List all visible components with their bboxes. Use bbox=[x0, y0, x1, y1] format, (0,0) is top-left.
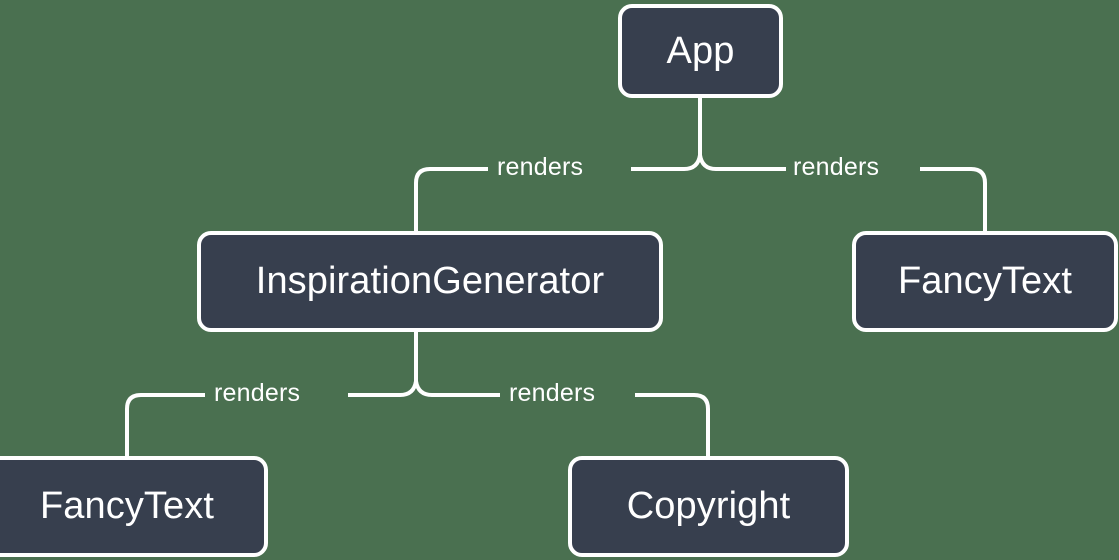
edge-app-to-fancytext-right bbox=[698, 154, 786, 171]
node-copyright-label: Copyright bbox=[626, 485, 791, 527]
edge-app-to-inspirationgenerator-segment bbox=[414, 167, 488, 231]
edge-app-to-fancytext-right-segment bbox=[920, 167, 987, 231]
edge-inspirationgenerator-to-fancytext-left-segment bbox=[125, 393, 205, 456]
node-inspiration-generator[interactable]: InspirationGenerator bbox=[197, 231, 663, 332]
edge-inspirationgenerator-to-copyright-segment bbox=[635, 393, 710, 456]
node-fancytext-left[interactable]: FancyText bbox=[0, 456, 268, 557]
edge-label-inspirationgenerator-copyright: renders bbox=[509, 379, 596, 407]
node-inspiration-generator-label: InspirationGenerator bbox=[255, 260, 605, 302]
edge-label-inspirationgenerator-fancytext-left: renders bbox=[214, 379, 301, 407]
node-app-label: App bbox=[666, 29, 735, 72]
edge-app-to-inspirationgenerator bbox=[631, 154, 702, 171]
edge-inspirationgenerator-to-copyright bbox=[414, 380, 500, 397]
edge-inspirationgenerator-to-fancytext-left bbox=[348, 380, 418, 397]
edge-label-app-fancytext-right: renders bbox=[793, 153, 880, 181]
node-copyright[interactable]: Copyright bbox=[568, 456, 849, 557]
node-app[interactable]: App bbox=[618, 4, 783, 98]
node-fancytext-right[interactable]: FancyText bbox=[852, 231, 1118, 332]
edge-label-app-inspirationgenerator: renders bbox=[497, 153, 584, 181]
node-fancytext-right-label: FancyText bbox=[897, 260, 1073, 302]
node-fancytext-left-label: FancyText bbox=[39, 485, 215, 527]
